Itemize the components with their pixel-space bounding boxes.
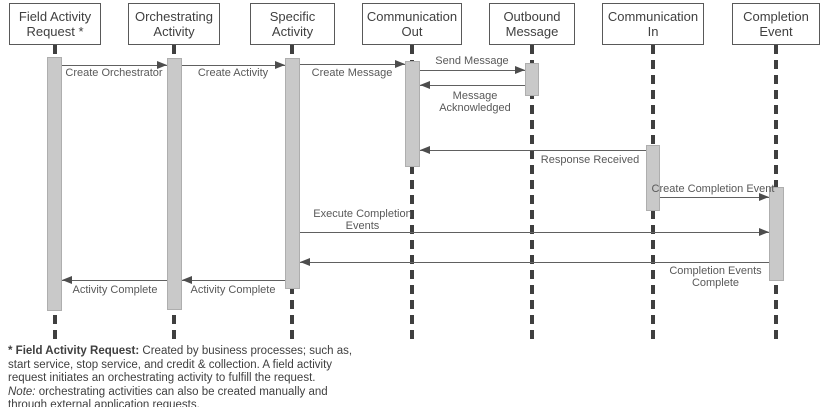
- message-line: [182, 65, 285, 66]
- arrowhead-right-icon: [395, 60, 405, 68]
- footnote-note-term: Note:: [8, 385, 36, 398]
- arrowhead-right-icon: [759, 228, 769, 236]
- arrowhead-right-icon: [515, 66, 525, 74]
- actor-box-communication-out: Communication Out: [362, 3, 462, 45]
- message-label: Create Message: [311, 67, 393, 79]
- message-line: [420, 85, 525, 86]
- actor-box-field-activity-request: Field Activity Request *: [9, 3, 101, 45]
- footnote-paragraph-1: * Field Activity Request: Created by bus…: [8, 345, 358, 386]
- message-label: Execute Completion Events: [313, 208, 412, 232]
- actor-label: Completion Event: [743, 9, 809, 39]
- activation-communication-out: [405, 61, 420, 167]
- message-label: Activity Complete: [72, 284, 158, 296]
- lifeline-communication-out: [410, 45, 414, 342]
- activation-completion-event: [769, 187, 784, 281]
- message-line: [660, 197, 769, 198]
- message-label: Send Message: [435, 55, 509, 67]
- activation-communication-in: [646, 145, 660, 211]
- message-line: [182, 280, 285, 281]
- message-line: [420, 70, 525, 71]
- message-label: Response Received: [540, 154, 640, 166]
- message-line: [300, 64, 405, 65]
- arrowhead-left-icon: [62, 276, 72, 284]
- actor-box-specific-activity: Specific Activity: [250, 3, 335, 45]
- message-label: Create Completion Event: [651, 183, 775, 195]
- actor-box-orchestrating-activity: Orchestrating Activity: [128, 3, 220, 45]
- message-label: Activity Complete: [190, 284, 276, 296]
- activation-orchestrating-activity: [167, 58, 182, 310]
- message-label: Message Acknowledged: [439, 90, 511, 114]
- actor-box-outbound-message: Outbound Message: [489, 3, 575, 45]
- message-line: [300, 262, 769, 263]
- arrowhead-left-icon: [420, 146, 430, 154]
- footnote-bold-term: * Field Activity Request:: [8, 345, 140, 357]
- message-line: [420, 150, 646, 151]
- activation-field-activity-request: [47, 57, 62, 311]
- arrowhead-right-icon: [157, 61, 167, 69]
- footnote: * Field Activity Request: Created by bus…: [8, 345, 358, 407]
- actor-label: Orchestrating Activity: [134, 9, 214, 39]
- arrowhead-right-icon: [275, 61, 285, 69]
- actor-label: Communication Out: [366, 9, 458, 39]
- actor-box-communication-in: Communication In: [602, 3, 704, 45]
- arrowhead-right-icon: [759, 193, 769, 201]
- message-line: [62, 65, 167, 66]
- actor-box-completion-event: Completion Event: [732, 3, 820, 45]
- actor-label: Communication In: [607, 9, 699, 39]
- message-line: [62, 280, 167, 281]
- actor-label: Specific Activity: [269, 9, 316, 39]
- actor-label: Outbound Message: [503, 9, 561, 39]
- actor-label: Field Activity Request *: [18, 9, 92, 39]
- activation-outbound-message: [525, 63, 539, 96]
- message-label: Create Orchestrator: [65, 67, 163, 79]
- arrowhead-left-icon: [182, 276, 192, 284]
- activation-specific-activity: [285, 58, 300, 289]
- footnote-paragraph-2: Note: orchestrating activities can also …: [8, 386, 358, 407]
- message-line: [300, 232, 769, 233]
- message-label: Create Activity: [197, 67, 269, 79]
- footnote-text-1: Created by business processes; such as, …: [8, 345, 353, 385]
- footnote-text-2: orchestrating activities can also be cre…: [8, 385, 328, 407]
- arrowhead-left-icon: [300, 258, 310, 266]
- arrowhead-left-icon: [420, 81, 430, 89]
- lifeline-outbound-message: [530, 45, 534, 342]
- message-label: Completion Events Complete: [669, 265, 762, 289]
